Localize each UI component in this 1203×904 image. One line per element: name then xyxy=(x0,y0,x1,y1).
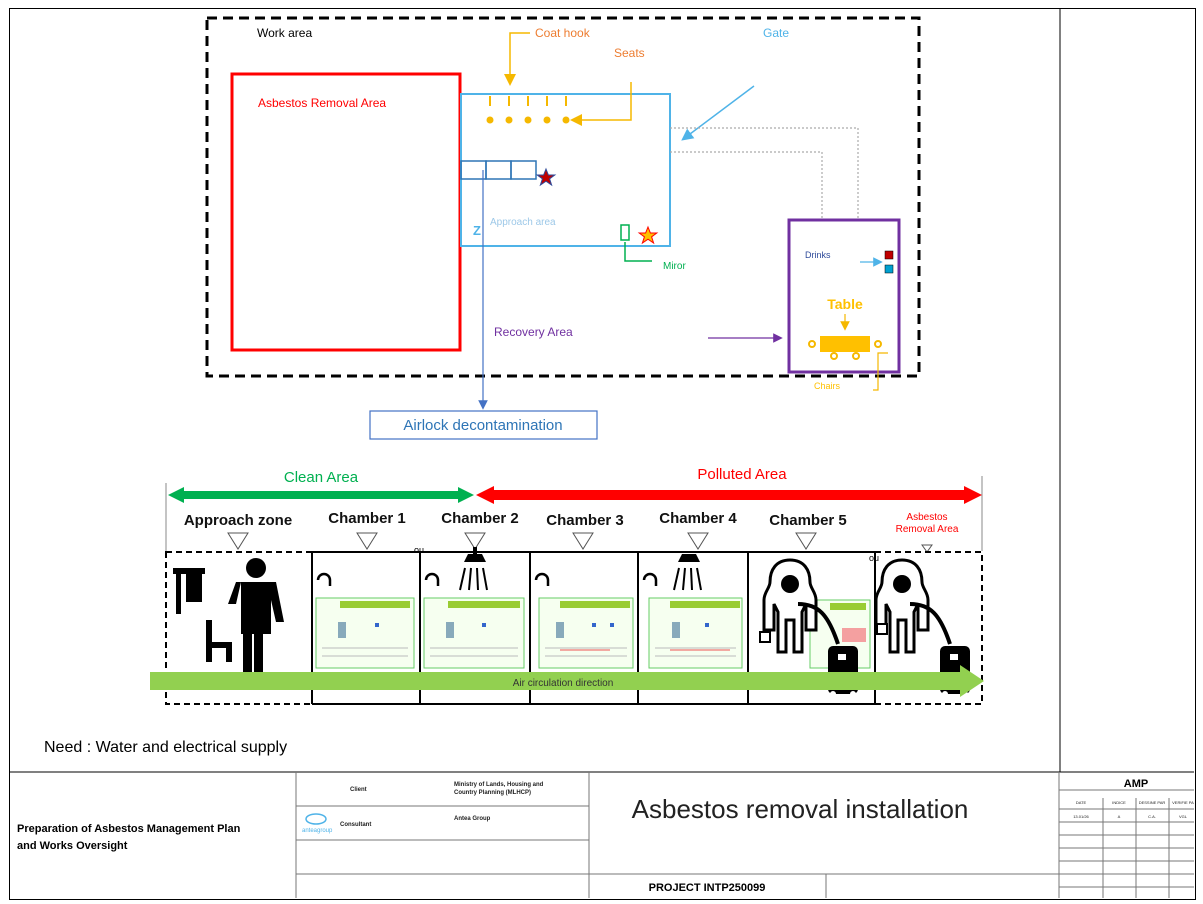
air-circulation-arrow xyxy=(150,665,984,697)
airlock-label-box xyxy=(369,410,598,440)
coat-hooks xyxy=(489,96,567,106)
zone-label-chamber-1: Chamber 1 xyxy=(328,510,406,527)
gate-arrow xyxy=(681,85,755,141)
shower-icon xyxy=(673,554,702,591)
svg-text:DATE: DATE xyxy=(1076,800,1087,805)
project-name-line1: Preparation of Asbestos Management Plan xyxy=(17,823,241,835)
ou-label: ou xyxy=(414,545,424,555)
zone-markers xyxy=(227,532,933,553)
svg-text:DESSINE PAR: DESSINE PAR xyxy=(1139,800,1166,805)
svg-text:C.A.: C.A. xyxy=(1148,814,1156,819)
svg-text:anteagroup: anteagroup xyxy=(302,828,333,834)
svg-text:A: A xyxy=(1118,814,1121,819)
procedure-sheets xyxy=(315,597,871,669)
vacuum-hose xyxy=(909,602,952,645)
client-label: Client xyxy=(350,787,367,793)
project-name-line2: and Works Oversight xyxy=(17,840,128,852)
star-icon xyxy=(637,225,659,245)
need-text: Need : Water and electrical supply xyxy=(44,739,287,756)
chairs-label: Chairs xyxy=(814,381,841,391)
ou-label: ou xyxy=(869,553,879,563)
work-area-boundary xyxy=(205,16,921,378)
hazmat-worker-icon xyxy=(874,558,930,654)
svg-text:13.01/26: 13.01/26 xyxy=(1073,814,1089,819)
removal-area-zone-label-line1: Asbestos xyxy=(906,512,948,523)
plan-airlock xyxy=(460,160,537,180)
seats-label: Seats xyxy=(614,46,645,60)
clean-area-arrow xyxy=(168,487,474,503)
seats xyxy=(486,116,570,124)
polluted-area-label: Polluted Area xyxy=(697,466,787,483)
svg-text:VGL: VGL xyxy=(1179,814,1188,819)
table-label: Table xyxy=(827,296,863,312)
zone-label-chamber-4: Chamber 4 xyxy=(659,510,737,527)
drink-dispenser-red xyxy=(884,250,894,260)
removal-area-label: Asbestos Removal Area xyxy=(258,96,386,110)
client-name-line1: Ministry of Lands, Housing and xyxy=(454,782,544,788)
consultant-label: Consultant xyxy=(340,822,371,828)
revision-headers: DATE INDICE DESSINE PAR VERIFIE PA xyxy=(1076,800,1194,805)
gate-label: Gate xyxy=(763,26,789,40)
work-area-label: Work area xyxy=(257,26,312,40)
removal-area-zone-label-line2: Removal Area xyxy=(895,524,959,535)
airlock-label: Airlock decontamination xyxy=(403,417,562,434)
mirror-label: Miror xyxy=(663,261,686,272)
drawing-frame xyxy=(9,8,1196,900)
zone-label-chamber-3: Chamber 3 xyxy=(546,512,624,529)
revision-row: 13.01/26 A C.A. VGL xyxy=(1073,814,1188,819)
chairs-pointer xyxy=(873,352,888,391)
svg-text:VERIFIE PA: VERIFIE PA xyxy=(1172,800,1194,805)
hazmat-worker-icon xyxy=(759,558,818,654)
asbestos-removal-area xyxy=(230,72,462,352)
coat-hook-arrow xyxy=(504,32,530,86)
client-name-line2: Country Planning (MLHCP) xyxy=(454,790,531,796)
shower-icon xyxy=(459,547,488,591)
svg-text:INDICE: INDICE xyxy=(1112,800,1126,805)
recovery-area-label: Recovery Area xyxy=(494,325,573,339)
zone-label-chamber-2: Chamber 2 xyxy=(441,510,519,527)
mirror-pointer xyxy=(624,242,652,262)
project-code: PROJECT INTP250099 xyxy=(649,882,766,894)
drink-dispenser-blue xyxy=(884,264,894,274)
worker-icon xyxy=(228,558,284,674)
seats-arrow xyxy=(570,82,632,126)
removal-area-zone-label: Asbestos Removal Area xyxy=(896,513,959,535)
drinks-label: Drinks xyxy=(805,250,831,260)
chairs xyxy=(808,340,882,360)
star-icon xyxy=(535,167,557,187)
towel-rack-icon xyxy=(173,568,205,614)
air-direction-label: Air circulation direction xyxy=(513,678,614,689)
mirror xyxy=(620,224,630,241)
approach-area-label: Approach area xyxy=(490,217,556,228)
chair-icon xyxy=(206,620,232,662)
clean-area-label: Clean Area xyxy=(284,469,359,486)
z-label: Z xyxy=(473,223,481,238)
zone-label-chamber-5: Chamber 5 xyxy=(769,512,847,529)
title-block-grid xyxy=(295,772,1194,898)
coat-hook-label: Coat hook xyxy=(535,26,591,40)
amp-label: AMP xyxy=(1124,778,1148,790)
vacuum-hose xyxy=(797,602,840,645)
table xyxy=(820,336,870,352)
consultant-name: Antea Group xyxy=(454,816,491,822)
zone-label-approach: Approach zone xyxy=(183,512,293,529)
drawing-title: Asbestos removal installation xyxy=(632,794,969,824)
coat-hook-icons xyxy=(316,572,658,586)
recovery-connectors xyxy=(670,127,859,220)
polluted-area-arrow xyxy=(476,486,982,504)
antea-logo: anteagroup xyxy=(302,813,333,834)
